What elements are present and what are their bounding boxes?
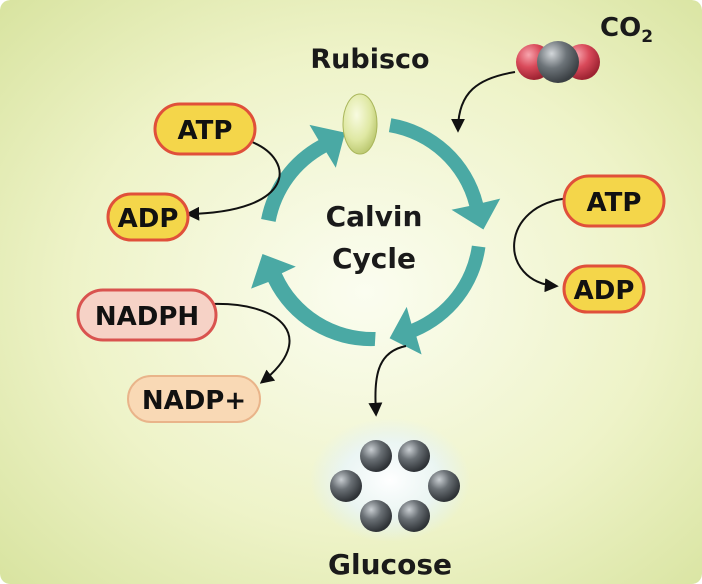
rubisco-label: Rubisco (310, 44, 429, 75)
cycle-ring (251, 118, 501, 355)
arrow-atp-left-to-adp (185, 141, 281, 221)
arrow-atp-right-to-adp (513, 197, 571, 293)
atp-left-badge: ATP (153, 102, 257, 156)
cycle-title-line1: Calvin (326, 200, 423, 233)
nadph-badge: NADPH (76, 288, 218, 342)
atp-left-label: ATP (178, 116, 233, 146)
adp-right-badge: ADP (562, 264, 646, 314)
adp-right-label: ADP (574, 276, 635, 306)
glucose-glow (310, 418, 470, 542)
glucose-molecule-icon (330, 440, 460, 532)
cycle-arrow-segment-1 (388, 118, 501, 230)
adp-left-label: ADP (118, 204, 179, 234)
adp-left-badge: ADP (106, 192, 190, 242)
arrow-nadph-to-nadp (211, 302, 291, 384)
atp-right-label: ATP (587, 188, 642, 218)
atp-right-badge: ATP (562, 174, 666, 228)
nadp-plus-label: NADP+ (142, 386, 246, 416)
co2-label: CO2 (600, 13, 653, 47)
arrow-cycle-to-glucose (368, 345, 407, 417)
glucose-label: Glucose (328, 548, 452, 581)
cycle-arrow-segment-3 (251, 254, 376, 347)
nadp-plus-badge: NADP+ (127, 375, 261, 423)
cycle-title-line2: Cycle (332, 242, 416, 275)
connector-arrows (185, 71, 571, 417)
co2-molecule-icon (516, 41, 600, 83)
nadph-label: NADPH (95, 302, 199, 332)
cycle-arrow-segment-2 (389, 245, 486, 355)
rubisco-enzyme-icon (342, 93, 378, 155)
arrow-co2-to-cycle (451, 71, 516, 133)
cycle-arrow-segment-4 (261, 124, 345, 222)
